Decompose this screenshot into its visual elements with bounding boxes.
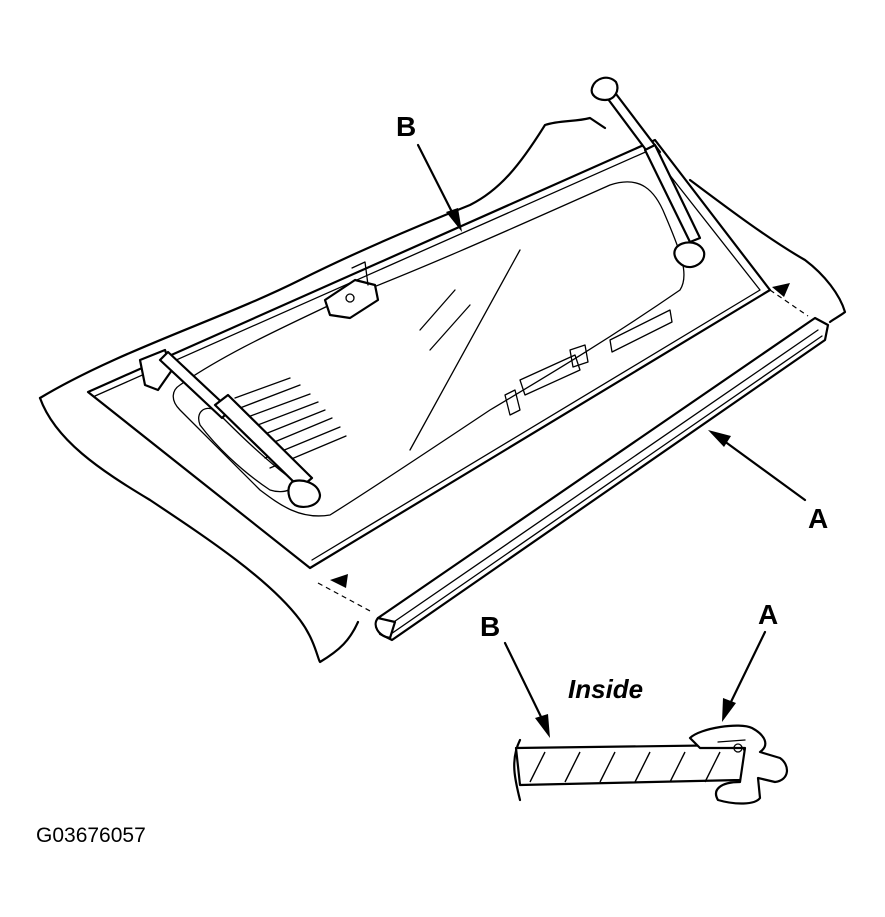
label-a-main: A bbox=[808, 503, 828, 534]
glass-hatch bbox=[529, 751, 721, 783]
glass-panel bbox=[86, 138, 772, 570]
label-inside: Inside bbox=[568, 674, 643, 704]
leader-arrow-a bbox=[708, 430, 807, 502]
alignment-guides bbox=[317, 283, 809, 613]
gas-strut-right bbox=[590, 76, 706, 269]
label-a-detail: A bbox=[758, 599, 778, 630]
weatherstrip bbox=[374, 316, 830, 642]
gas-strut-left bbox=[158, 350, 322, 509]
label-b-detail: B bbox=[480, 611, 500, 642]
cross-section-detail bbox=[503, 630, 788, 805]
leader-arrow-b bbox=[416, 143, 462, 232]
figure-id: G03676057 bbox=[36, 824, 146, 847]
vehicle-body-outline bbox=[38, 116, 847, 664]
label-b-main: B bbox=[396, 111, 416, 142]
